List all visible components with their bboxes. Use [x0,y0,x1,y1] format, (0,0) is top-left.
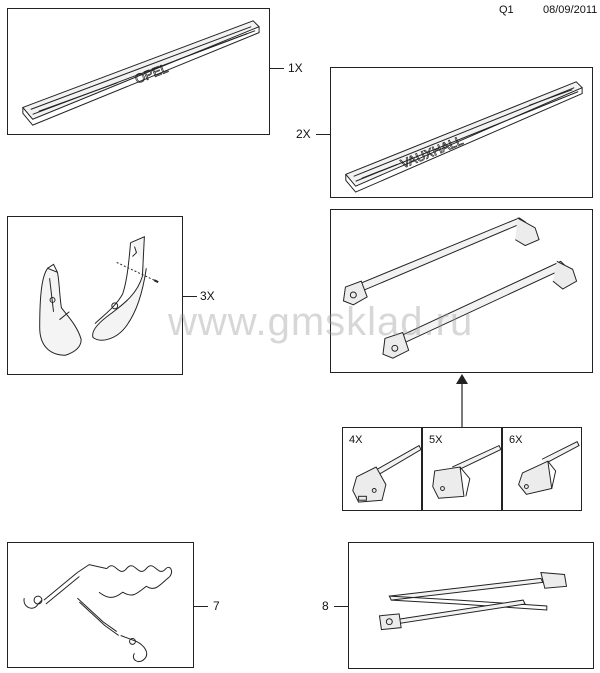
panel-sill-vauxhall: VAUXHALL [330,67,593,198]
sheet-date: 08/09/2011 [543,4,598,16]
leader-1x [270,68,284,69]
callout-3x: 3X [200,289,215,303]
foot-6x-drawing [518,441,580,495]
watermark: www.gmsklad.ru [168,300,474,344]
sheet-id: Q1 [499,4,514,16]
leader-3x [183,296,197,297]
sill-plate-vauxhall-drawing: VAUXHALL [344,81,583,193]
sill-plate-opel-drawing: OPEL [22,20,260,126]
mudflaps-drawing [39,235,159,356]
variant-6x: 6X [502,427,582,511]
callout-1x: 1X [288,61,303,75]
leader-2x [316,134,330,135]
callout-8: 8 [322,599,329,613]
panel-roof-bars [330,209,593,373]
roof-bars-drawing [342,217,578,359]
foot-4x-drawing [352,444,421,503]
tow-rope-drawing [23,564,172,663]
panel-mudflaps [7,216,183,375]
callout-2x: 2X [296,127,311,141]
variant-5x-label: 5X [429,434,443,446]
variant-5x: 5X [422,427,502,511]
panel-tow-rope [7,542,194,668]
callout-7: 7 [213,599,220,613]
arrow-up-icon [456,374,468,428]
variant-4x: 4X [342,427,422,511]
leader-7 [194,606,208,607]
leader-8 [334,606,348,607]
tow-bar-drawing [378,571,568,631]
foot-5x-drawing [432,444,501,499]
panel-tow-bar [348,542,594,669]
panel-sill-opel: OPEL [7,8,270,135]
variant-6x-label: 6X [509,434,523,446]
variant-4x-label: 4X [349,434,363,446]
